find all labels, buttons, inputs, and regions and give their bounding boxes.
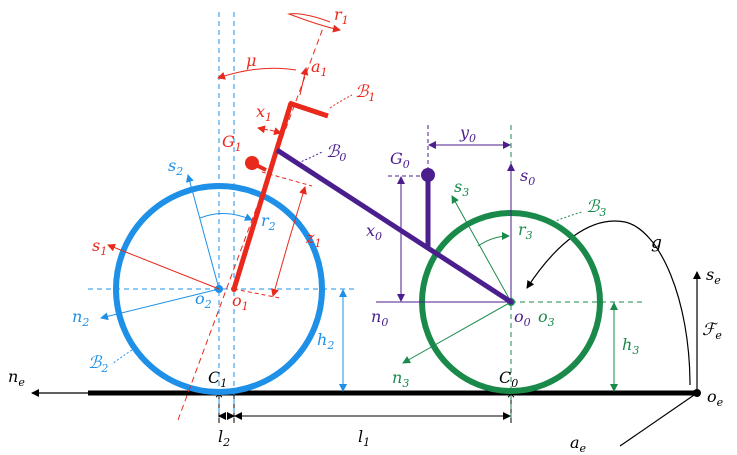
r1-rotation-arrow: [287, 13, 341, 33]
B1-leader-line: [329, 94, 353, 109]
label-z1: z1: [305, 228, 321, 250]
n2-axis-arrow: [100, 288, 220, 321]
s1-axis-arrow: [107, 243, 220, 290]
n3-axis-arrow: [402, 301, 512, 364]
s2-axis-arrow: [185, 174, 220, 290]
label-o2: o2: [195, 289, 212, 311]
ground-frame: ne se ℱe oe ae g: [8, 220, 724, 455]
z1-dim-arrow-down: [271, 239, 290, 297]
label-B1: ℬ1: [355, 82, 375, 104]
label-l1: l1: [358, 427, 370, 449]
label-o3: o3: [538, 307, 555, 329]
ae-axis-line: [619, 392, 698, 447]
label-s0: s0: [520, 166, 535, 188]
label-r3: r3: [518, 220, 533, 242]
label-s1: s1: [92, 236, 107, 258]
label-a1: a1: [311, 57, 328, 79]
z1-dim-helper-top: [261, 171, 313, 187]
a1-axis-arrow: [299, 67, 309, 96]
label-mu: μ: [246, 51, 256, 70]
x1-dim-arrow-left: [257, 125, 269, 134]
G1-mass-dot: [245, 156, 259, 170]
label-r2: r2: [261, 211, 276, 233]
label-B3: ℬ3: [586, 197, 606, 219]
x1-dim-arrow-right: [269, 127, 282, 136]
frame-main-tube: [275, 147, 513, 305]
s3-axis-arrow: [451, 195, 512, 303]
label-x1: x1: [256, 102, 272, 124]
frame-B0: ℬ0 G0 y0 s0 x0 n0 o0: [275, 123, 535, 329]
handlebar: [288, 100, 329, 119]
oe-origin-dot: [693, 389, 701, 397]
label-Fe: ℱe: [702, 320, 722, 342]
label-o1: o1: [232, 291, 249, 313]
label-o0: o0: [514, 307, 531, 329]
label-l2: l2: [218, 427, 230, 449]
label-G0: G0: [390, 149, 410, 171]
B2-leader-line: [111, 349, 133, 365]
label-r1: r1: [334, 5, 349, 27]
label-se: se: [706, 265, 721, 287]
cross-C0: ×: [506, 387, 516, 401]
B0-leader-line: [297, 151, 323, 164]
label-G1: G1: [222, 132, 242, 154]
B3-leader-line: [552, 211, 583, 223]
r3-angle-arc: [477, 232, 510, 247]
label-oe: oe: [707, 387, 724, 409]
r2-angle-arc: [199, 213, 253, 221]
label-h3: h3: [622, 335, 639, 357]
z1-dim-helper-bottom: [233, 288, 281, 299]
label-B2: ℬ2: [88, 353, 108, 375]
label-ne: ne: [8, 367, 25, 389]
gravity-arrow: [526, 220, 691, 386]
label-y0: y0: [459, 123, 476, 145]
front-wheel-B2: s2 r2 n2 o2 ℬ2 h2: [72, 12, 355, 418]
o0-hub-dot: [508, 299, 514, 305]
G0-mass-dot: [421, 168, 435, 182]
label-C1: C1: [208, 368, 227, 390]
mu-angle-arc: [217, 67, 297, 80]
label-n3: n3: [392, 368, 409, 390]
label-g: g: [651, 233, 662, 253]
label-n0: n0: [371, 307, 388, 329]
label-ae: ae: [570, 433, 587, 455]
fork-body: [231, 102, 294, 290]
label-s3: s3: [454, 177, 469, 199]
label-B0: ℬ0: [326, 142, 346, 164]
label-C0: C0: [499, 368, 518, 390]
label-n2: n2: [72, 307, 89, 329]
label-h2: h2: [317, 330, 334, 352]
fork-handlebar-B1: r1 μ a1 ℬ1 x1 G1 z1 s1 o1: [92, 5, 375, 421]
label-x0: x0: [366, 221, 382, 243]
z1-dim-arrow-up: [288, 186, 307, 241]
label-s2: s2: [168, 156, 183, 178]
